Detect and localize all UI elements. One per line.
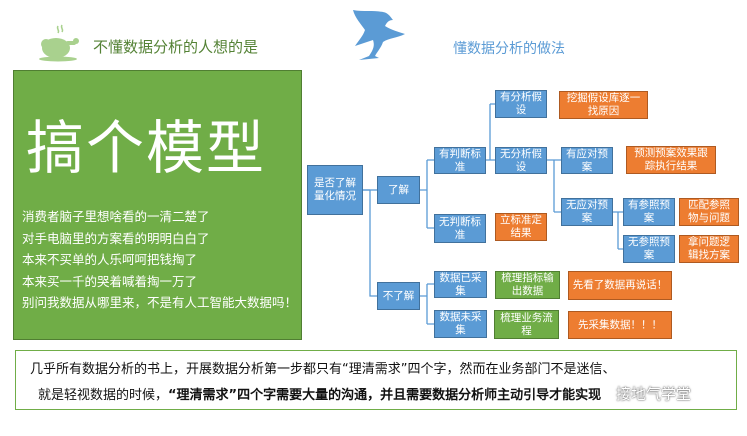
node-dig-hypothesis: 挖掘假设库逐一找原因 <box>559 91 648 119</box>
left-heading: 不懂数据分析的人想的是 <box>93 38 259 56</box>
right-heading: 懂数据分析的做法 <box>453 41 565 57</box>
node-sort-metrics: 梳理指标输出数据 <box>495 271 560 299</box>
node-has-hypothesis: 有分析假设 <box>495 90 547 118</box>
node-no-plan: 无应对预案 <box>561 198 613 226</box>
watermark: 接地气学堂 <box>616 385 692 403</box>
misconception-line: 本来买一千的哭着喊着掏一万了 <box>22 273 198 289</box>
node-match-reference: 匹配参照物与问题 <box>679 198 739 226</box>
summary-line-1: 几乎所有数据分析的书上，开展数据分析第一步都只有“理清需求”四个字，然而在业务部… <box>30 362 616 377</box>
misconception-line: 消费者脑子里想啥看的一清二楚了 <box>22 209 210 224</box>
misconception-line: 对手电脑里的方案看的明明白白了 <box>22 230 210 246</box>
node-logic-plan: 拿问题逻辑找方案 <box>679 235 739 263</box>
eagle-icon <box>353 10 405 60</box>
summary-box: 几乎所有数据分析的书上，开展数据分析第一步都只有“理清需求”四个字，然而在业务部… <box>15 350 737 410</box>
misconception-line: 别问我数据从哪里来，不是有人工智能大数据吗！ <box>22 295 298 310</box>
node-data-collected: 数据已采集 <box>434 271 487 298</box>
node-predict-plan: 预测预案效果跟踪执行结果 <box>626 146 716 174</box>
node-dont-know: 不了解 <box>377 282 420 310</box>
summary-line-2-plain: 就是轻视数据的时候， <box>38 388 169 403</box>
misconception-line: 本来不买单的人乐呵呵把钱掏了 <box>22 252 198 267</box>
node-set-standard: 立标准定结果 <box>495 213 547 241</box>
node-has-reference: 有参照预案 <box>623 198 675 226</box>
node-no-reference: 无参照预案 <box>623 235 675 263</box>
roast-chicken-icon <box>39 24 79 62</box>
misconception-panel: 搞个模型 消费者脑子里想啥看的一清二楚了 对手电脑里的方案看的明明白白了 本来不… <box>13 70 302 340</box>
node-has-plan: 有应对预案 <box>561 147 613 174</box>
node-know: 了解 <box>377 176 420 204</box>
summary-line-2-bold: “理清需求”四个字需要大量的沟通，并且需要数据分析师主动引导才能实现 <box>168 388 602 403</box>
headline: 搞个模型 <box>26 114 267 182</box>
node-look-first: 先看了数据再说话！ <box>568 271 672 300</box>
node-sort-process: 梳理业务流程 <box>494 310 559 339</box>
node-has-criteria: 有判断标准 <box>434 147 486 174</box>
node-collect-first: 先采集数据！！！ <box>568 311 672 339</box>
node-no-criteria: 无判断标准 <box>434 214 486 243</box>
node-no-hypothesis: 无分析假设 <box>495 147 547 174</box>
node-data-not-collected: 数据未采集 <box>434 310 487 338</box>
node-root: 是否了解量化情况 <box>307 165 363 215</box>
